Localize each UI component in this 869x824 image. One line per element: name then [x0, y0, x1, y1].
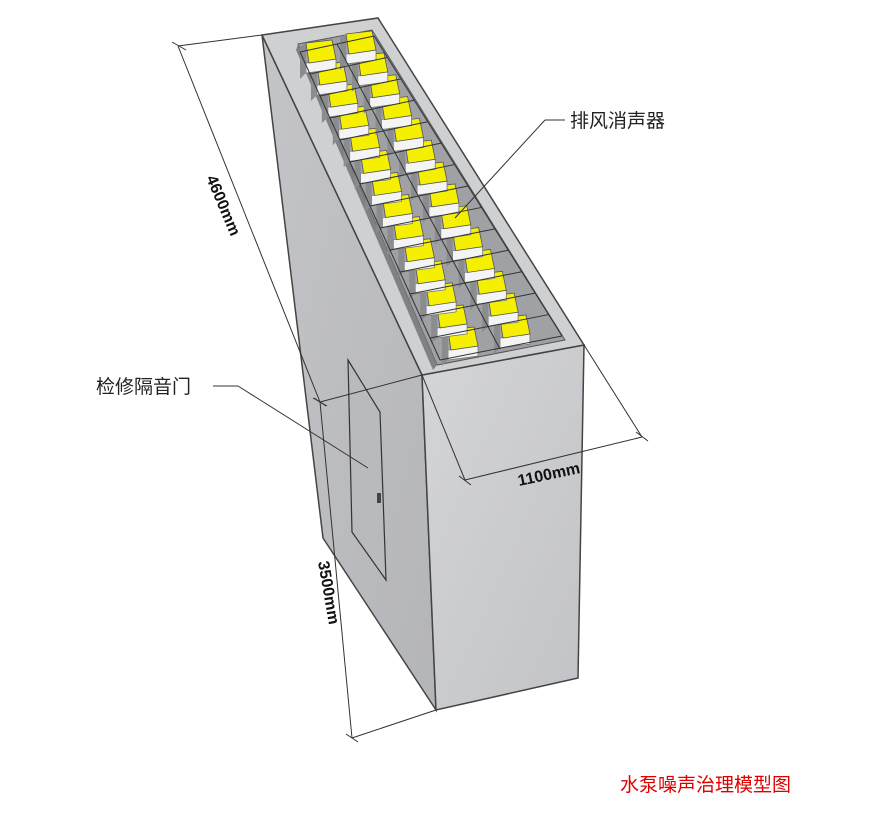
silencer-module-side [300, 43, 306, 79]
grid-line [419, 292, 536, 317]
grid-rail [299, 51, 441, 361]
silencer-module-side [409, 263, 416, 300]
access-door-handle [377, 493, 381, 503]
dimension-width-ext-left [421, 374, 466, 481]
grid-line [429, 314, 549, 339]
grid-line [439, 335, 563, 361]
dimension-width-ext-right [583, 344, 643, 438]
silencer-module-side [399, 143, 406, 180]
silencer-module-side [398, 241, 405, 278]
dimension-length-tick-top [171, 41, 187, 51]
grid-line [389, 228, 495, 251]
grid-line [359, 164, 455, 185]
silencer-module-side [321, 87, 328, 124]
grid-line [409, 271, 522, 295]
grid-rail [336, 43, 501, 350]
silencer-module-side [387, 121, 394, 158]
grid-line [369, 185, 469, 207]
silencer-module-side [431, 307, 438, 344]
dimension-length-label: 4600mm [202, 173, 243, 239]
silencer-module-side [442, 330, 448, 366]
diagram-caption: 水泵噪声治理模型图 [620, 774, 791, 796]
silencer-module-side [365, 175, 372, 212]
dimension-height-ext-bottom [351, 709, 437, 739]
silencer-module-side [332, 109, 339, 146]
access-door [347, 357, 387, 582]
enclosure-front-face [421, 344, 585, 711]
access-door-callout [213, 385, 369, 469]
dimension-width [421, 344, 649, 486]
enclosure [260, 17, 586, 713]
silencer-module-top [345, 30, 377, 55]
dimension-length-ext-top [177, 34, 263, 47]
dimension-width-tick-right [635, 431, 649, 442]
silencer-grid-lines [299, 35, 563, 361]
silencer-module-top [305, 39, 337, 64]
access-door-label: 检修隔音门 [96, 376, 191, 398]
access-door-leader [237, 385, 369, 469]
silencer-module [387, 216, 424, 256]
dimension-width-line [464, 436, 643, 481]
dimension-height-line [319, 401, 353, 739]
silencer-module [409, 260, 446, 300]
exhaust-silencer-callout [454, 119, 565, 219]
dimension-length-line [177, 45, 321, 403]
silencer-module-side [420, 285, 427, 322]
exhaust-silencer-label: 排风消声器 [570, 110, 665, 132]
grid-line [379, 206, 482, 229]
dimension-height-ext-top [319, 374, 423, 403]
silencer-module-side [354, 153, 361, 190]
grid-line [399, 249, 509, 273]
grid-rail [373, 35, 563, 337]
dimension-height-tick-top [313, 397, 327, 407]
dimension-height [313, 374, 437, 743]
exhaust-silencer-leader [454, 119, 546, 219]
silencer-module-side [494, 318, 500, 354]
access-door-panel [347, 357, 387, 582]
dimension-height-tick-bottom [345, 733, 359, 743]
dimension-width-tick-left [458, 475, 472, 486]
